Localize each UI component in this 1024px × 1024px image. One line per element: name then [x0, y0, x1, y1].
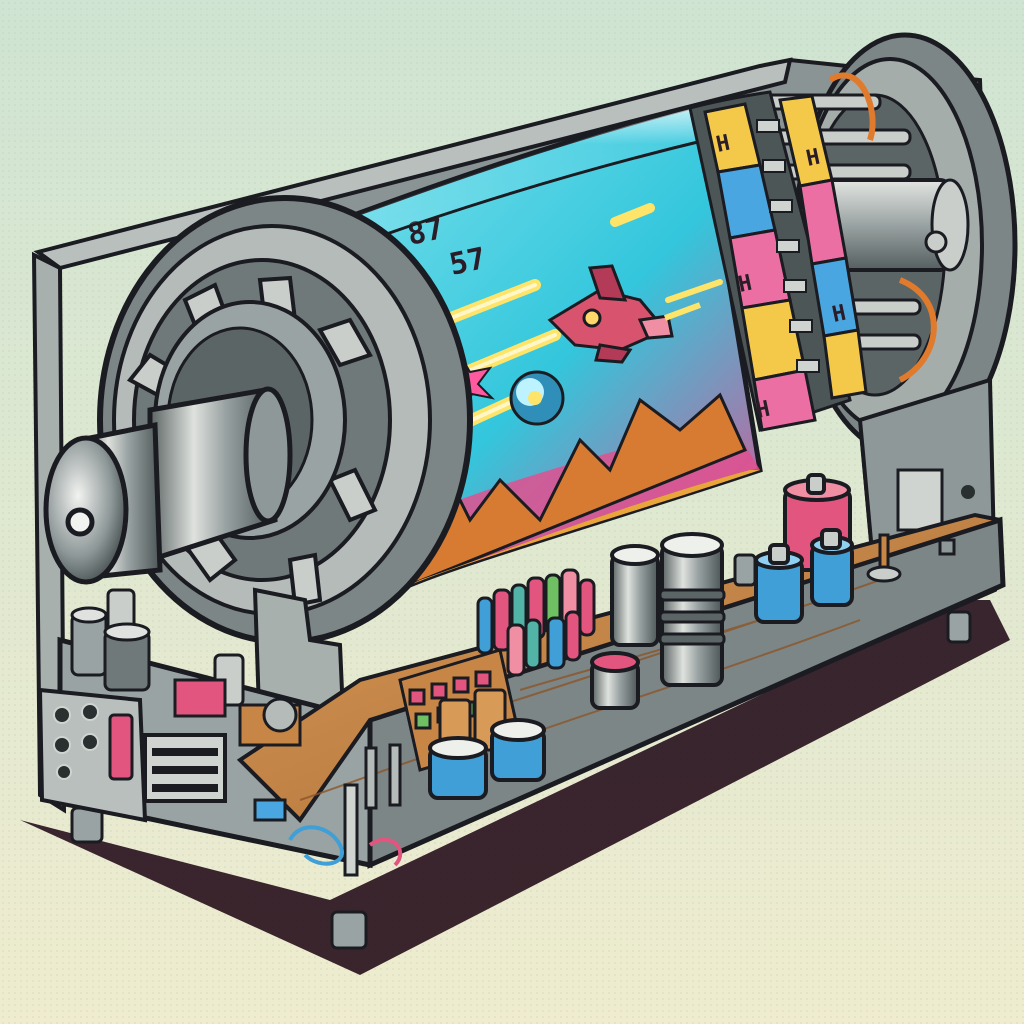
svg-text:H: H — [754, 397, 772, 424]
svg-text:H: H — [714, 131, 732, 158]
score-right: 57 — [446, 241, 489, 283]
feet — [70, 610, 972, 950]
right-screw — [961, 485, 975, 499]
right-switch — [896, 468, 944, 532]
svg-text:H: H — [804, 145, 822, 172]
spindle — [43, 386, 293, 585]
left-components — [70, 588, 302, 747]
ground-shadow — [20, 600, 1010, 975]
band-glyphs: H H H H H — [714, 131, 848, 424]
svg-text:H: H — [736, 271, 754, 298]
port-jacks — [53, 703, 99, 780]
svg-text:H: H — [830, 301, 848, 328]
encoder-band — [688, 90, 868, 432]
capacitors — [428, 473, 854, 800]
plasma-orb — [509, 370, 565, 426]
mountain-range — [407, 392, 748, 588]
front-pins — [253, 743, 403, 877]
resistor-cluster — [476, 568, 596, 677]
board-jumpers — [733, 533, 956, 587]
spaceship — [547, 264, 702, 364]
